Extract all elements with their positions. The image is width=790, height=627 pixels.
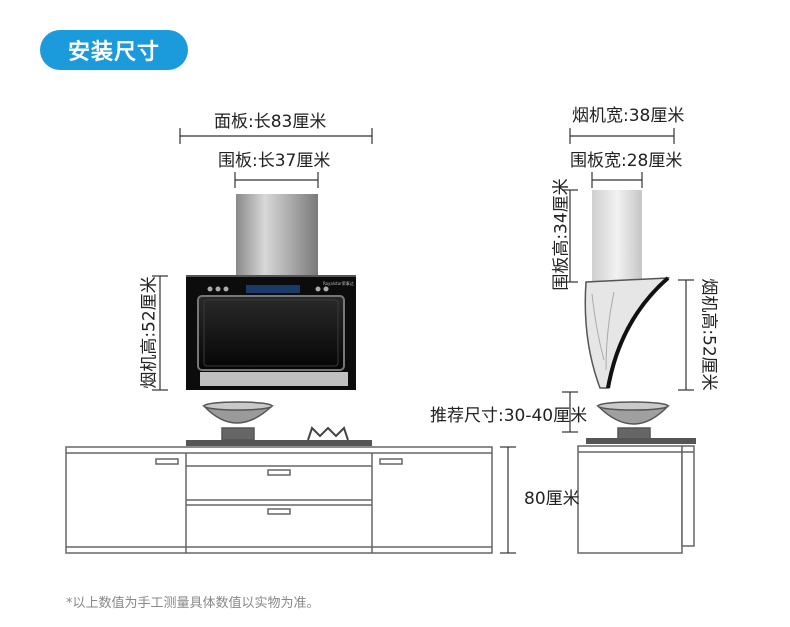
front-cooktop xyxy=(186,440,372,446)
side-range-hood xyxy=(584,276,671,389)
hood-width-dimension xyxy=(569,128,675,144)
hood-height-side-label: 烟机高:52厘米 xyxy=(698,278,719,391)
recommended-clearance-label: 推荐尺寸:30-40厘米 xyxy=(430,406,588,426)
chimney-width-label: 围板宽:28厘米 xyxy=(570,151,683,171)
chimney-height-dimension xyxy=(562,189,578,283)
side-cabinet xyxy=(577,445,695,554)
cabinet-height-label: 80厘米 xyxy=(524,489,580,509)
chimney-height-label: 围板高:34厘米 xyxy=(551,178,572,291)
clearance-dimension xyxy=(562,391,578,433)
footnote: *以上数值为手工测量具体数值以实物为准。 xyxy=(66,596,320,611)
panel-length-dimension xyxy=(179,128,373,144)
panel-length-label: 面板:长83厘米 xyxy=(214,112,327,132)
section-title: 安装尺寸 xyxy=(67,40,160,65)
side-chimney xyxy=(592,190,642,282)
side-wok xyxy=(596,401,670,441)
front-burner xyxy=(307,426,349,441)
chimney-length-label: 围板:长37厘米 xyxy=(218,151,331,171)
brand-text: Royalstar荣事达 xyxy=(323,280,354,286)
front-chimney xyxy=(236,194,318,276)
front-cabinet xyxy=(65,446,493,554)
front-wok xyxy=(202,401,274,441)
hood-height-dimension-front xyxy=(152,275,168,391)
section-title-badge: 安装尺寸 xyxy=(40,30,188,70)
side-cooktop xyxy=(586,438,696,444)
hood-height-front-label: 烟机高:52厘米 xyxy=(139,276,160,389)
chimney-length-dimension xyxy=(234,172,319,188)
front-range-hood: Royalstar荣事达 xyxy=(186,275,356,390)
cabinet-height-dimension xyxy=(500,446,516,554)
hood-height-dimension-side xyxy=(678,279,694,391)
chimney-width-dimension xyxy=(591,172,643,188)
hood-width-label: 烟机宽:38厘米 xyxy=(572,106,685,126)
